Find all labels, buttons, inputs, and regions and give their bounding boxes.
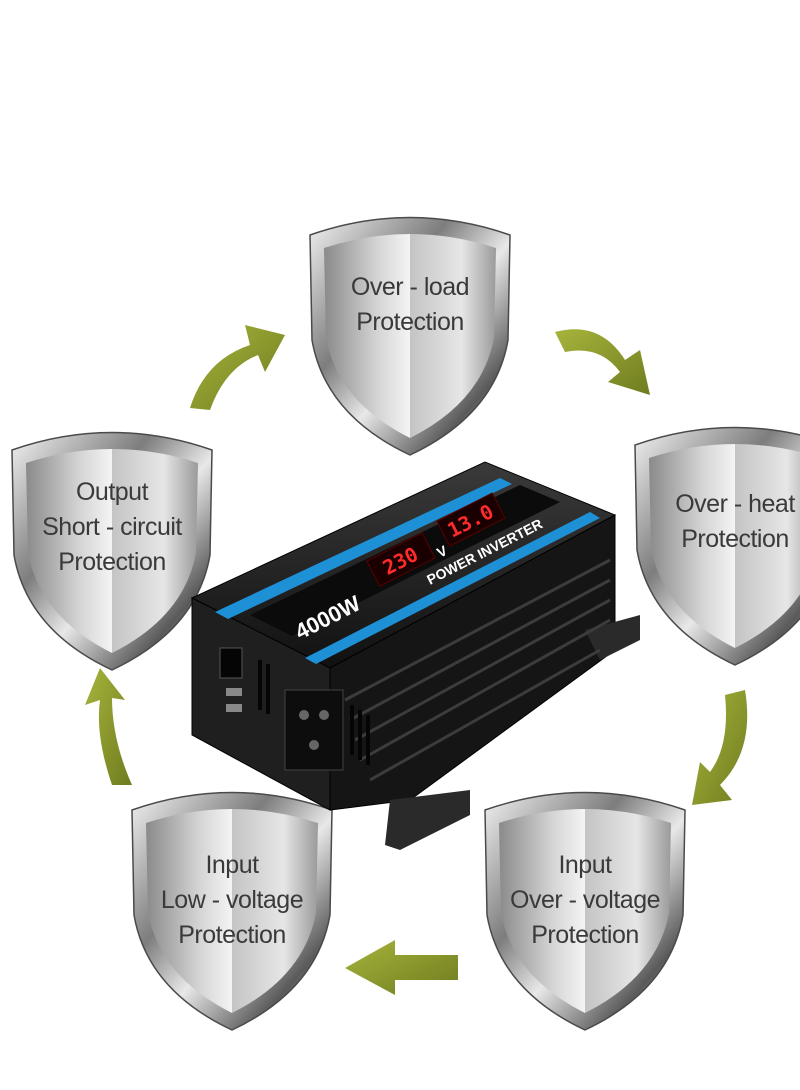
shield-input-lowvoltage-line-1: Input	[205, 851, 259, 879]
display-output-voltage: 230	[366, 532, 436, 587]
usb-port-1	[226, 688, 242, 696]
shield-output-short-line-3: Protection	[58, 548, 166, 576]
power-switch	[219, 647, 243, 679]
shield-input-overvoltage: Input Over - voltage Protection	[484, 791, 686, 1031]
ac-outlet	[284, 689, 344, 771]
shield-input-lowvoltage: Input Low - voltage Protection	[131, 791, 333, 1031]
cycle-arrows	[85, 325, 748, 995]
accent-stripe-upper	[305, 512, 600, 664]
shield-output-short: Output Short - circuit Protection	[11, 431, 213, 671]
arrow-bottom	[345, 940, 458, 995]
accent-stripe-lower	[215, 478, 512, 619]
shield-input-lowvoltage-line-3: Protection	[178, 921, 286, 949]
arrow-top-left	[190, 325, 285, 410]
power-inverter-image: 13.0 230 V POWER INVERTER 4000W	[190, 461, 640, 850]
shield-output-short-line-1: Output	[76, 478, 149, 506]
arrow-left	[85, 668, 132, 785]
shield-overload-line-2: Protection	[356, 308, 464, 336]
shield-overload-line-1: Over - load	[351, 273, 469, 301]
shield-overload: Over - load Protection	[309, 216, 511, 456]
arrow-top-right	[555, 329, 650, 395]
arrow-right	[692, 690, 748, 805]
shield-input-overvoltage-line-1: Input	[558, 851, 612, 879]
shield-output-short-line-2: Short - circuit	[42, 513, 182, 541]
shield-overheat-line-2: Protection	[681, 525, 789, 553]
shield-overheat-line-1: Over - heat	[675, 490, 795, 518]
usb-port-2	[226, 704, 242, 712]
mounting-flange-bottom	[385, 790, 470, 850]
shield-input-lowvoltage-line-2: Low - voltage	[161, 886, 303, 914]
shield-input-overvoltage-line-3: Protection	[531, 921, 639, 949]
shield-overheat: Over - heat Protection	[634, 426, 800, 666]
heatsink-fins	[344, 558, 611, 782]
shield-input-overvoltage-line-2: Over - voltage	[510, 886, 660, 914]
front-vents	[258, 660, 370, 765]
